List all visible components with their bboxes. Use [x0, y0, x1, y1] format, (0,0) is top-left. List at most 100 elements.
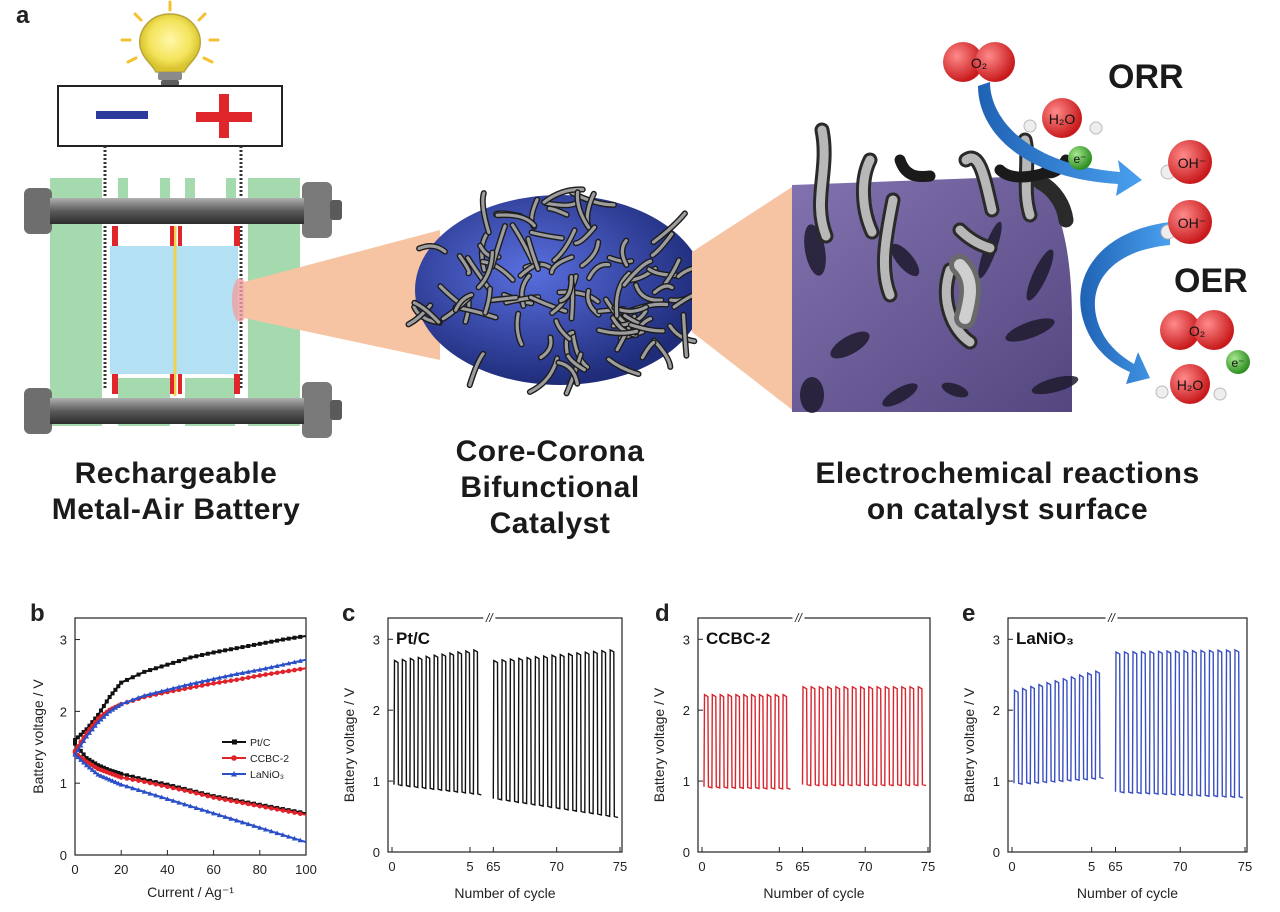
axis-break-mark: //	[794, 611, 803, 625]
axis-break	[483, 612, 496, 624]
fibre	[586, 289, 601, 317]
data-point	[130, 697, 136, 702]
fibre	[552, 228, 577, 262]
data-point	[104, 775, 110, 781]
data-point	[182, 788, 188, 793]
data-point	[101, 714, 107, 719]
fibre	[651, 211, 687, 244]
data-point	[101, 703, 106, 708]
data-point	[182, 657, 187, 662]
fibre	[650, 232, 674, 257]
x-tick-label: 5	[1088, 859, 1095, 874]
x-tick-label: 65	[795, 859, 809, 874]
fibre	[554, 319, 572, 341]
data-point	[291, 835, 298, 841]
caption-catalyst-line3: Catalyst	[489, 507, 611, 540]
data-point	[182, 686, 188, 692]
data-point	[135, 787, 142, 793]
data-point	[170, 785, 176, 791]
electron-icon: e⁻	[1226, 350, 1250, 374]
fibre	[477, 250, 494, 289]
data-point	[124, 699, 130, 705]
fibre	[412, 301, 441, 324]
data-point	[187, 803, 194, 809]
data-point	[153, 781, 159, 787]
data-point	[211, 681, 216, 686]
data-point	[86, 730, 93, 735]
x-tick-label: 20	[114, 862, 128, 877]
data-point	[239, 670, 246, 675]
x-axis-label: Current / Ag⁻¹	[147, 884, 234, 900]
fibre	[529, 295, 567, 313]
data-point	[95, 771, 101, 777]
caption-catalyst-line2: Bifunctional	[460, 471, 640, 504]
o2-molecule-icon: O₂	[943, 42, 1015, 82]
data-point	[194, 654, 199, 659]
y-tick-label: 3	[60, 633, 67, 648]
cycle-trace	[1114, 648, 1244, 799]
data-point	[84, 756, 89, 761]
data-point	[205, 677, 211, 683]
data-point	[262, 665, 269, 671]
data-point	[234, 671, 240, 677]
axis-break-mark: //	[1107, 611, 1116, 625]
data-point	[78, 732, 83, 737]
data-point	[147, 790, 153, 796]
data-point	[83, 733, 90, 739]
panel-label-d: d	[655, 600, 670, 627]
oh-label: OH⁻	[1178, 215, 1206, 231]
data-point	[263, 672, 268, 677]
data-point	[90, 759, 95, 764]
fibre	[557, 290, 600, 304]
data-point	[109, 778, 116, 783]
data-point	[130, 777, 136, 782]
data-point	[251, 802, 257, 808]
caption-battery-line1: Rechargeable	[74, 457, 278, 490]
y-tick-label: 3	[373, 632, 380, 647]
fibre	[483, 287, 492, 315]
fibre	[520, 274, 531, 308]
h2o-molecule-icon: H₂O	[1155, 364, 1227, 404]
y-axis-label: Battery voltage / V	[341, 687, 357, 802]
data-point	[217, 680, 222, 685]
panel-label-e: e	[962, 600, 976, 627]
data-point	[280, 669, 286, 675]
data-point	[176, 659, 181, 664]
x-tick-label: 40	[160, 862, 174, 877]
electron-label: e⁻	[1073, 152, 1086, 166]
data-point	[280, 832, 286, 837]
data-point	[199, 683, 205, 688]
data-point	[153, 666, 158, 671]
data-point	[257, 641, 262, 646]
axis-break-mark: //	[485, 611, 494, 625]
data-point	[110, 769, 115, 774]
data-point	[83, 762, 90, 768]
data-point	[90, 720, 95, 725]
fibre	[556, 361, 579, 386]
data-point	[274, 830, 280, 836]
h2o-label: H₂O	[1049, 111, 1076, 127]
x-tick-label: 0	[1008, 859, 1015, 874]
data-point	[81, 730, 86, 735]
y-tick-label: 2	[993, 703, 1000, 718]
data-point	[297, 837, 303, 843]
caption-reactions-line1: Electrochemical reactions	[815, 457, 1200, 490]
y-tick-label: 1	[373, 774, 380, 789]
data-point	[263, 804, 268, 810]
fibre	[539, 335, 553, 359]
legend-marker	[231, 755, 237, 761]
data-point	[89, 726, 95, 732]
y-tick-label: 0	[60, 848, 67, 863]
y-tick-label: 2	[60, 704, 67, 719]
data-point	[170, 685, 176, 691]
data-point	[124, 773, 129, 778]
fibre	[458, 254, 471, 275]
data-point	[275, 638, 280, 643]
data-point	[171, 660, 176, 665]
data-point	[124, 776, 130, 781]
data-point	[142, 779, 147, 785]
data-point	[107, 776, 113, 782]
data-point	[246, 644, 251, 649]
data-point	[257, 667, 263, 672]
